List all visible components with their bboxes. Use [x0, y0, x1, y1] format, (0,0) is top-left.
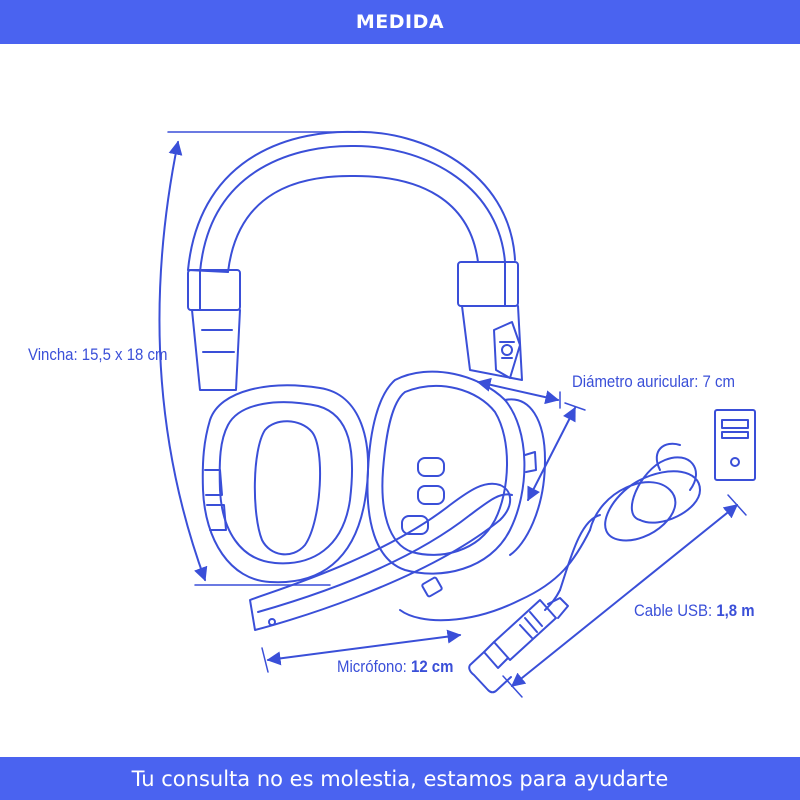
footer-message: Tu consulta no es molestia, estamos para… [131, 766, 669, 791]
headband-dimension-arrow [158, 140, 208, 582]
microphone-length-label: Micrófono: 12 cm [337, 657, 454, 676]
computer-tower-icon [714, 409, 756, 481]
cable-length-label: Cable USB: 1,8 m [634, 601, 755, 620]
header-banner: MEDIDA [0, 0, 800, 44]
earcup-diameter-label: Diámetro auricular: 7 cm [572, 372, 735, 391]
left-earcup [201, 384, 369, 584]
earcup-dimension-arrow [476, 377, 560, 405]
right-slider [457, 261, 523, 381]
headband [187, 130, 516, 273]
right-earcup [366, 370, 546, 575]
headset-illustration [158, 130, 756, 698]
vertical-side-arrow [527, 406, 576, 502]
footer-banner: Tu consulta no es molestia, estamos para… [0, 757, 800, 800]
header-title: MEDIDA [355, 11, 445, 33]
usb-plug [468, 597, 569, 694]
headband-size-label: Vincha: 15,5 x 18 cm [28, 345, 168, 364]
microphone-boom [249, 482, 513, 631]
cable-dimension-arrow [510, 504, 739, 687]
left-slider [187, 269, 241, 391]
microphone-dimension-arrow [266, 629, 462, 666]
